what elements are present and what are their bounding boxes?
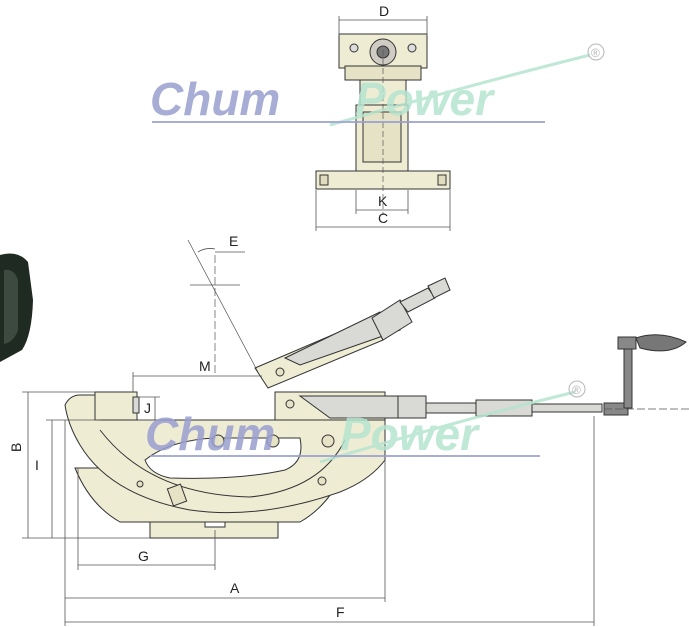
label-J: J xyxy=(144,400,151,416)
label-A: A xyxy=(230,580,240,596)
label-E: E xyxy=(229,233,238,249)
watermark-top-power: Power xyxy=(355,73,495,125)
dim-A xyxy=(64,420,386,626)
watermark-bottom-power: Power xyxy=(340,408,480,460)
watermark-top-chum: Chum xyxy=(150,73,280,125)
dim-B xyxy=(22,391,150,539)
dim-C xyxy=(315,190,451,231)
side-view-swivel-body xyxy=(64,391,386,514)
tilt-axis-line xyxy=(187,239,259,373)
watermark-top-registered: ® xyxy=(591,46,600,60)
watermark-top: Chum Power ® xyxy=(150,43,605,127)
side-view-tilted-jaw xyxy=(254,277,451,389)
label-B: B xyxy=(8,443,24,452)
label-M: M xyxy=(199,358,211,374)
watermark-bottom: Chum Power ® xyxy=(145,380,586,464)
label-G: G xyxy=(138,548,149,564)
dim-K xyxy=(355,190,409,214)
watermark-bottom-chum: Chum xyxy=(145,408,275,460)
dim-M xyxy=(132,372,262,392)
side-photo-fragment xyxy=(0,253,33,362)
watermark-bottom-registered: ® xyxy=(572,383,581,397)
label-C: C xyxy=(378,210,388,226)
side-view-moving-jaw xyxy=(274,391,603,421)
label-I: I xyxy=(35,457,39,473)
dim-F xyxy=(65,416,595,626)
label-F: F xyxy=(336,604,345,620)
dim-D xyxy=(338,16,428,36)
dim-E xyxy=(197,248,245,253)
dim-I xyxy=(46,419,100,538)
label-K: K xyxy=(378,193,388,209)
dim-J xyxy=(138,396,160,421)
dim-G xyxy=(77,468,216,570)
label-D: D xyxy=(379,3,389,19)
crank-handle xyxy=(603,334,687,416)
